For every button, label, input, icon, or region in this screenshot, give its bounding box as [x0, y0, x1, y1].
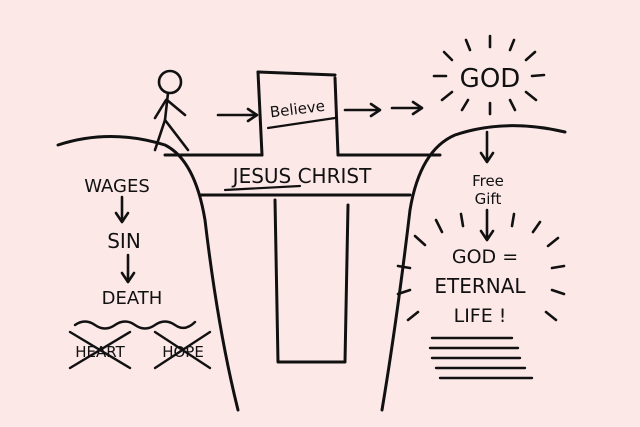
- believe-label: Believe: [269, 97, 326, 122]
- arrow-icon: [216, 100, 424, 123]
- heart-label: HEART: [75, 343, 125, 361]
- hope-label: HOPE: [162, 343, 204, 361]
- free-label: Free: [472, 172, 504, 190]
- eternal-line-3: LIFE !: [454, 305, 507, 327]
- wages-label: WAGES: [84, 176, 150, 197]
- strike-marks: [68, 330, 212, 370]
- death-label: DEATH: [102, 288, 163, 309]
- eternal-line-2: ETERNAL: [434, 274, 526, 298]
- sunburst-icon: [432, 34, 546, 116]
- stick-figure-icon: [153, 69, 190, 152]
- bridge-title: JESUS CHRIST: [231, 164, 372, 188]
- sin-label: SIN: [107, 229, 141, 253]
- gift-label: Gift: [475, 190, 502, 208]
- believe-underline: [266, 116, 337, 130]
- sunburst-icon: [396, 212, 566, 322]
- wavy-line: [73, 320, 197, 330]
- cross-icon: [163, 70, 442, 364]
- arrow-icon: [479, 130, 495, 242]
- title-underline: [223, 184, 302, 192]
- left-cliff: [56, 135, 240, 412]
- eternal-line-1: GOD =: [452, 246, 518, 268]
- god-label: GOD: [460, 64, 521, 94]
- right-cliff: [380, 124, 567, 412]
- arrow-icon: [114, 195, 136, 284]
- ground-lines: [428, 336, 534, 380]
